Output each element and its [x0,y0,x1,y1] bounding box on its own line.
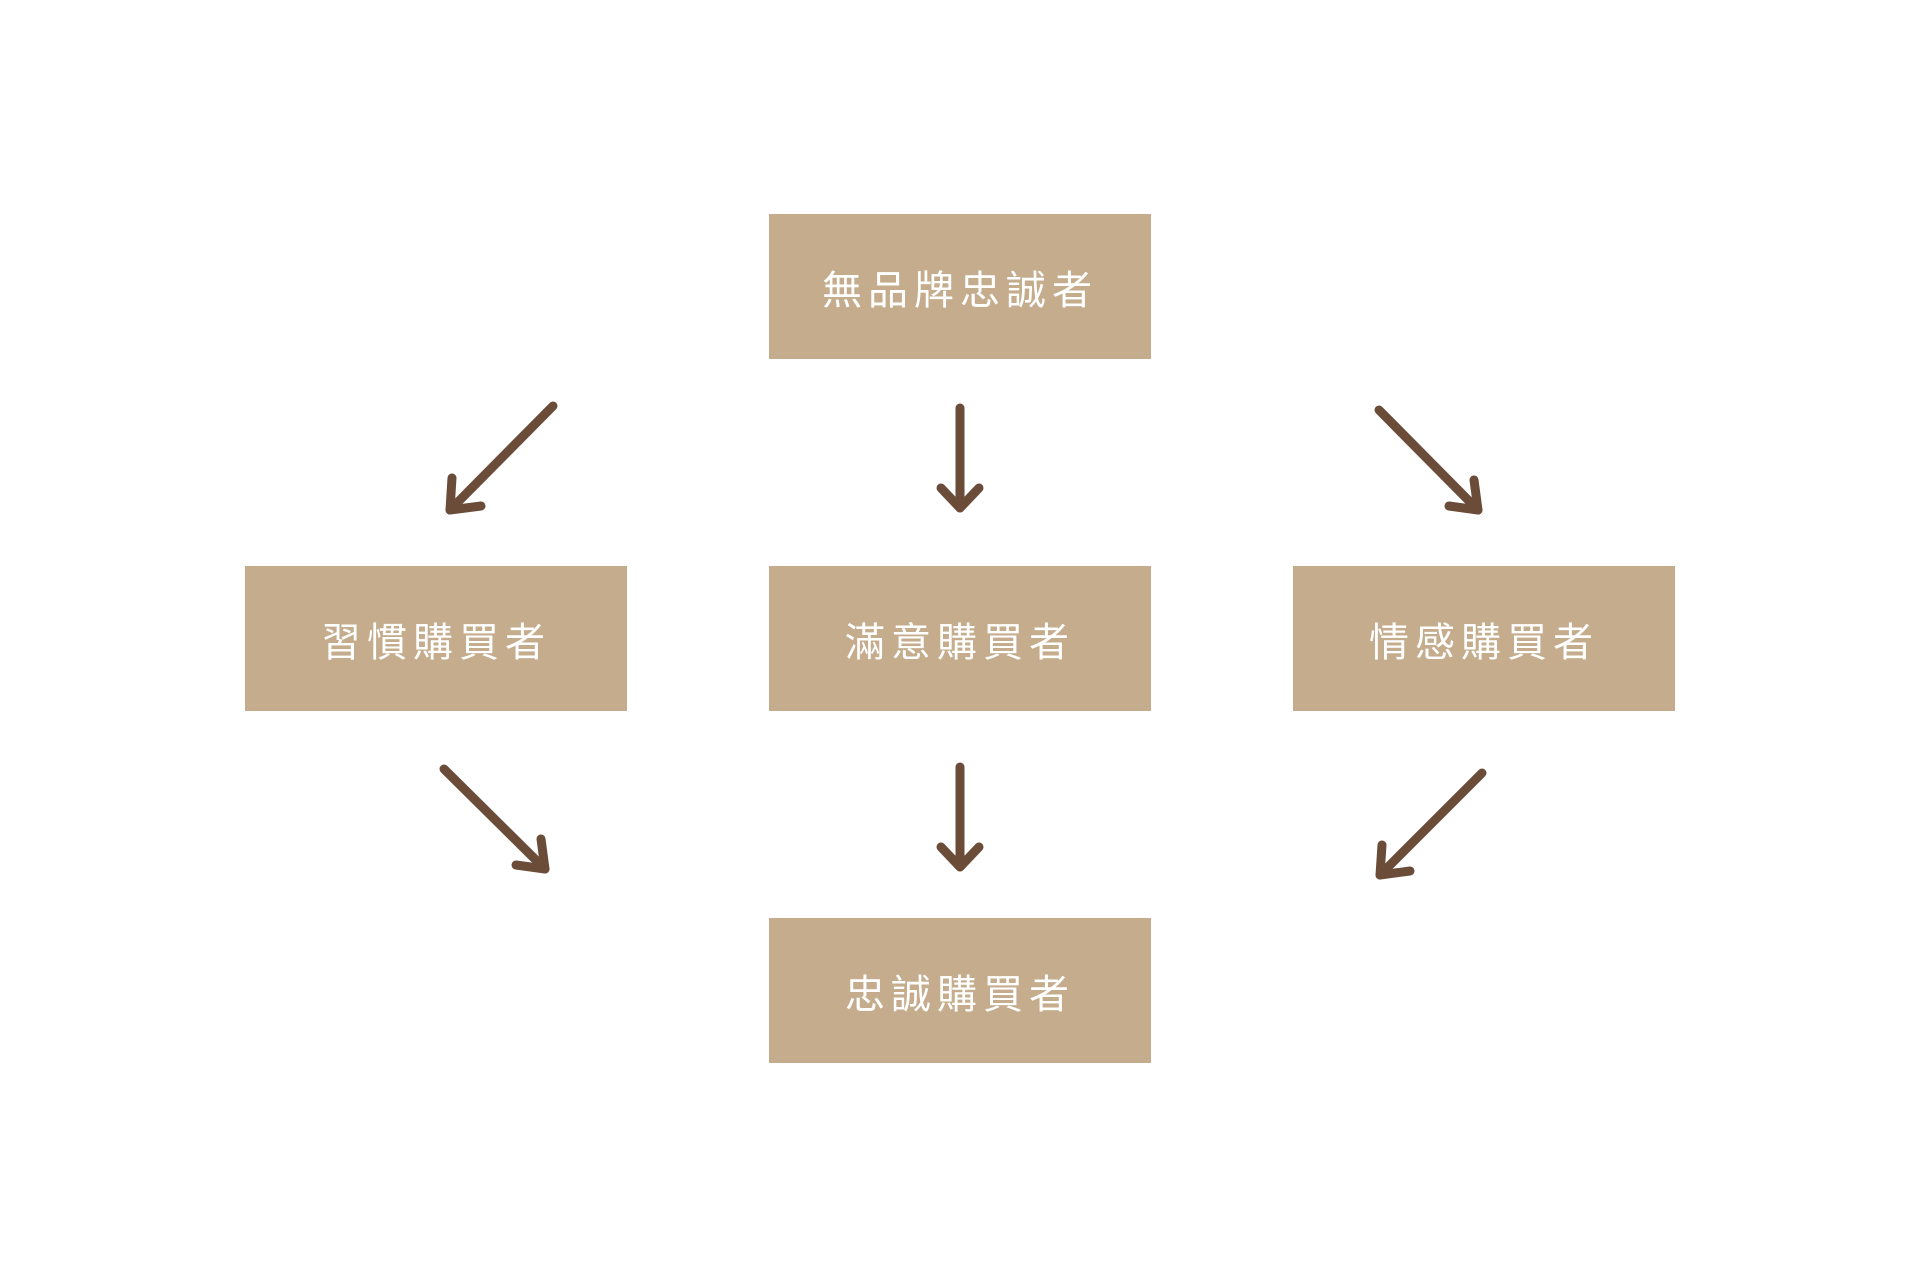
node-label: 情感購買者 [1369,619,1599,666]
node-loyal-buyer: 忠誠購買者 [769,918,1151,1063]
node-label: 滿意購買者 [845,619,1075,666]
node-label: 忠誠購買者 [845,971,1075,1018]
node-habitual-buyer: 習慣購買者 [245,566,627,711]
arrow-top-to-right [1374,405,1483,515]
node-emotional-buyer: 情感購買者 [1293,566,1675,711]
node-label: 習慣購買者 [321,619,551,666]
node-no-brand-loyalty: 無品牌忠誠者 [769,214,1151,359]
arrow-right-to-bottom [1375,768,1487,880]
arrow-middle-to-bottom [936,762,984,872]
node-satisfied-buyer: 滿意購買者 [769,566,1151,711]
node-label: 無品牌忠誠者 [822,267,1098,314]
arrow-top-to-left [445,401,558,515]
arrow-top-to-middle [936,403,984,513]
arrow-left-to-bottom [439,764,550,874]
